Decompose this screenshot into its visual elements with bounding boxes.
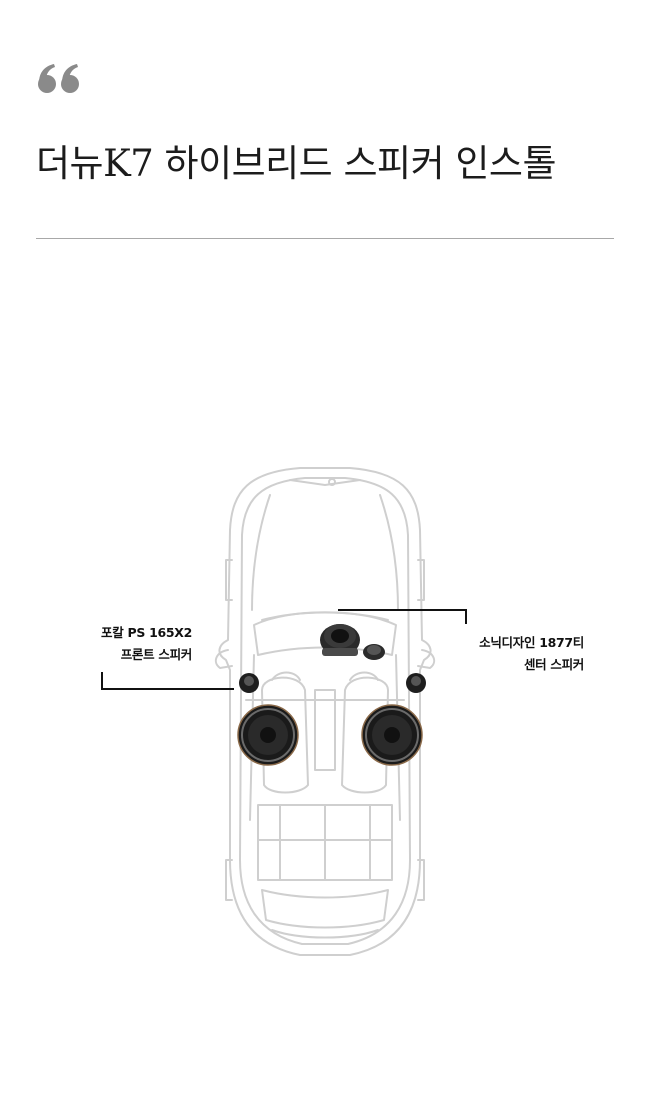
left-tweeter-icon [239,673,259,693]
front-speaker-label: 프론트 스피커 [120,647,193,662]
center-tweeter-icon [363,644,385,660]
front-speaker-callout: 포칼 PS 165X2 프론트 스피커 [82,622,192,666]
center-speaker-icon [320,624,360,656]
center-speaker-callout: 소닉디자인 1877티 센터 스피커 [458,632,584,676]
car-topview-icon [214,467,436,956]
divider [36,238,614,239]
right-tweeter-icon [406,673,426,693]
center-speaker-label: 센터 스피커 [523,657,584,672]
center-leader-line [338,609,467,624]
left-woofer-icon [237,704,299,766]
double-quote-icon [38,64,79,93]
right-woofer-icon [361,704,423,766]
center-speaker-model: 소닉디자인 1877티 [479,635,584,650]
page-title: 더뉴K7 하이브리드 스피커 인스톨 [36,142,557,185]
front-speaker-model: 포칼 PS 165X2 [101,625,192,640]
front-leader-line [101,672,234,690]
car-topview-diagram [101,467,467,956]
